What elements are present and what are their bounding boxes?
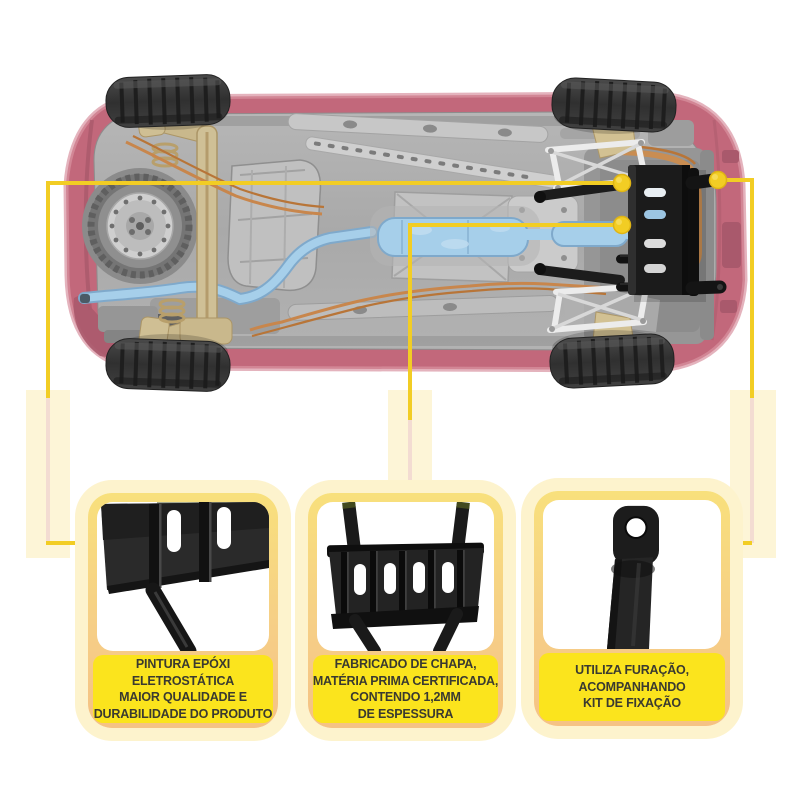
plate-closeup-drawing: [101, 502, 269, 651]
callout-dots: [612, 170, 728, 235]
skid-plate: [616, 165, 727, 302]
fuel-tank: [227, 159, 322, 292]
label-line: DE ESPESSURA: [357, 706, 454, 721]
photo-plate-front: [317, 502, 494, 651]
feature-label-fixing-kit: UTILIZA FURAÇÃO, ACOMPANHANDO KIT DE FIX…: [539, 653, 725, 721]
perforated-rail: [305, 136, 559, 189]
label-line: MATÉRIA PRIMA CERTIFICADA,: [312, 673, 499, 688]
exhaust-system: [78, 206, 636, 306]
label-line: UTILIZA FURAÇÃO,: [575, 663, 689, 678]
callout-dot-1: [612, 173, 632, 193]
label-line: MAIOR QUALIDADE E: [119, 690, 247, 704]
feature-box-epoxy-paint: PINTURA EPÓXI ELETROSTÁTICA MAIOR QUALID…: [88, 493, 278, 728]
label-line: ACOMPANHANDO: [578, 679, 686, 694]
callout-dot-2: [612, 215, 632, 235]
label-line: DURABILIDADE DO PRODUTO: [93, 706, 273, 721]
tire-front-right: [549, 333, 675, 389]
control-arms: [535, 180, 625, 285]
plate-front-drawing: [326, 502, 485, 651]
tires: [105, 74, 677, 392]
tire-rear-left: [105, 74, 231, 128]
feature-box-certified-sheet: FABRICADO DE CHAPA, MATÉRIA PRIMA CERTIF…: [308, 493, 503, 728]
feature-box-fixing-kit: UTILIZA FURAÇÃO, ACOMPANHANDO KIT DE FIX…: [534, 491, 730, 726]
mounting-strap-drawing: [607, 505, 659, 649]
label-line: PINTURA EPÓXI: [135, 657, 231, 671]
callout-line-right: [720, 178, 754, 398]
label-line: CONTENDO 1,2MM: [350, 690, 461, 704]
feature-label-certified-sheet: FABRICADO DE CHAPA, MATÉRIA PRIMA CERTIF…: [313, 655, 498, 723]
callout-lines: [46, 178, 754, 545]
callout-line-middle: [408, 223, 618, 420]
tire-front-left: [551, 77, 677, 133]
photo-mounting-strap: [543, 500, 721, 649]
label-line: FABRICADO DE CHAPA,: [334, 657, 477, 671]
tire-rear-right: [105, 338, 231, 392]
spare-wheel: [82, 168, 198, 284]
label-line: KIT DE FIXAÇÃO: [583, 696, 681, 711]
feature-label-epoxy-paint: PINTURA EPÓXI ELETROSTÁTICA MAIOR QUALID…: [93, 655, 273, 723]
callout-dot-3: [708, 170, 728, 190]
photo-plate-closeup: [97, 502, 269, 651]
label-line: ELETROSTÁTICA: [131, 673, 235, 688]
callout-line-left: [46, 181, 620, 398]
